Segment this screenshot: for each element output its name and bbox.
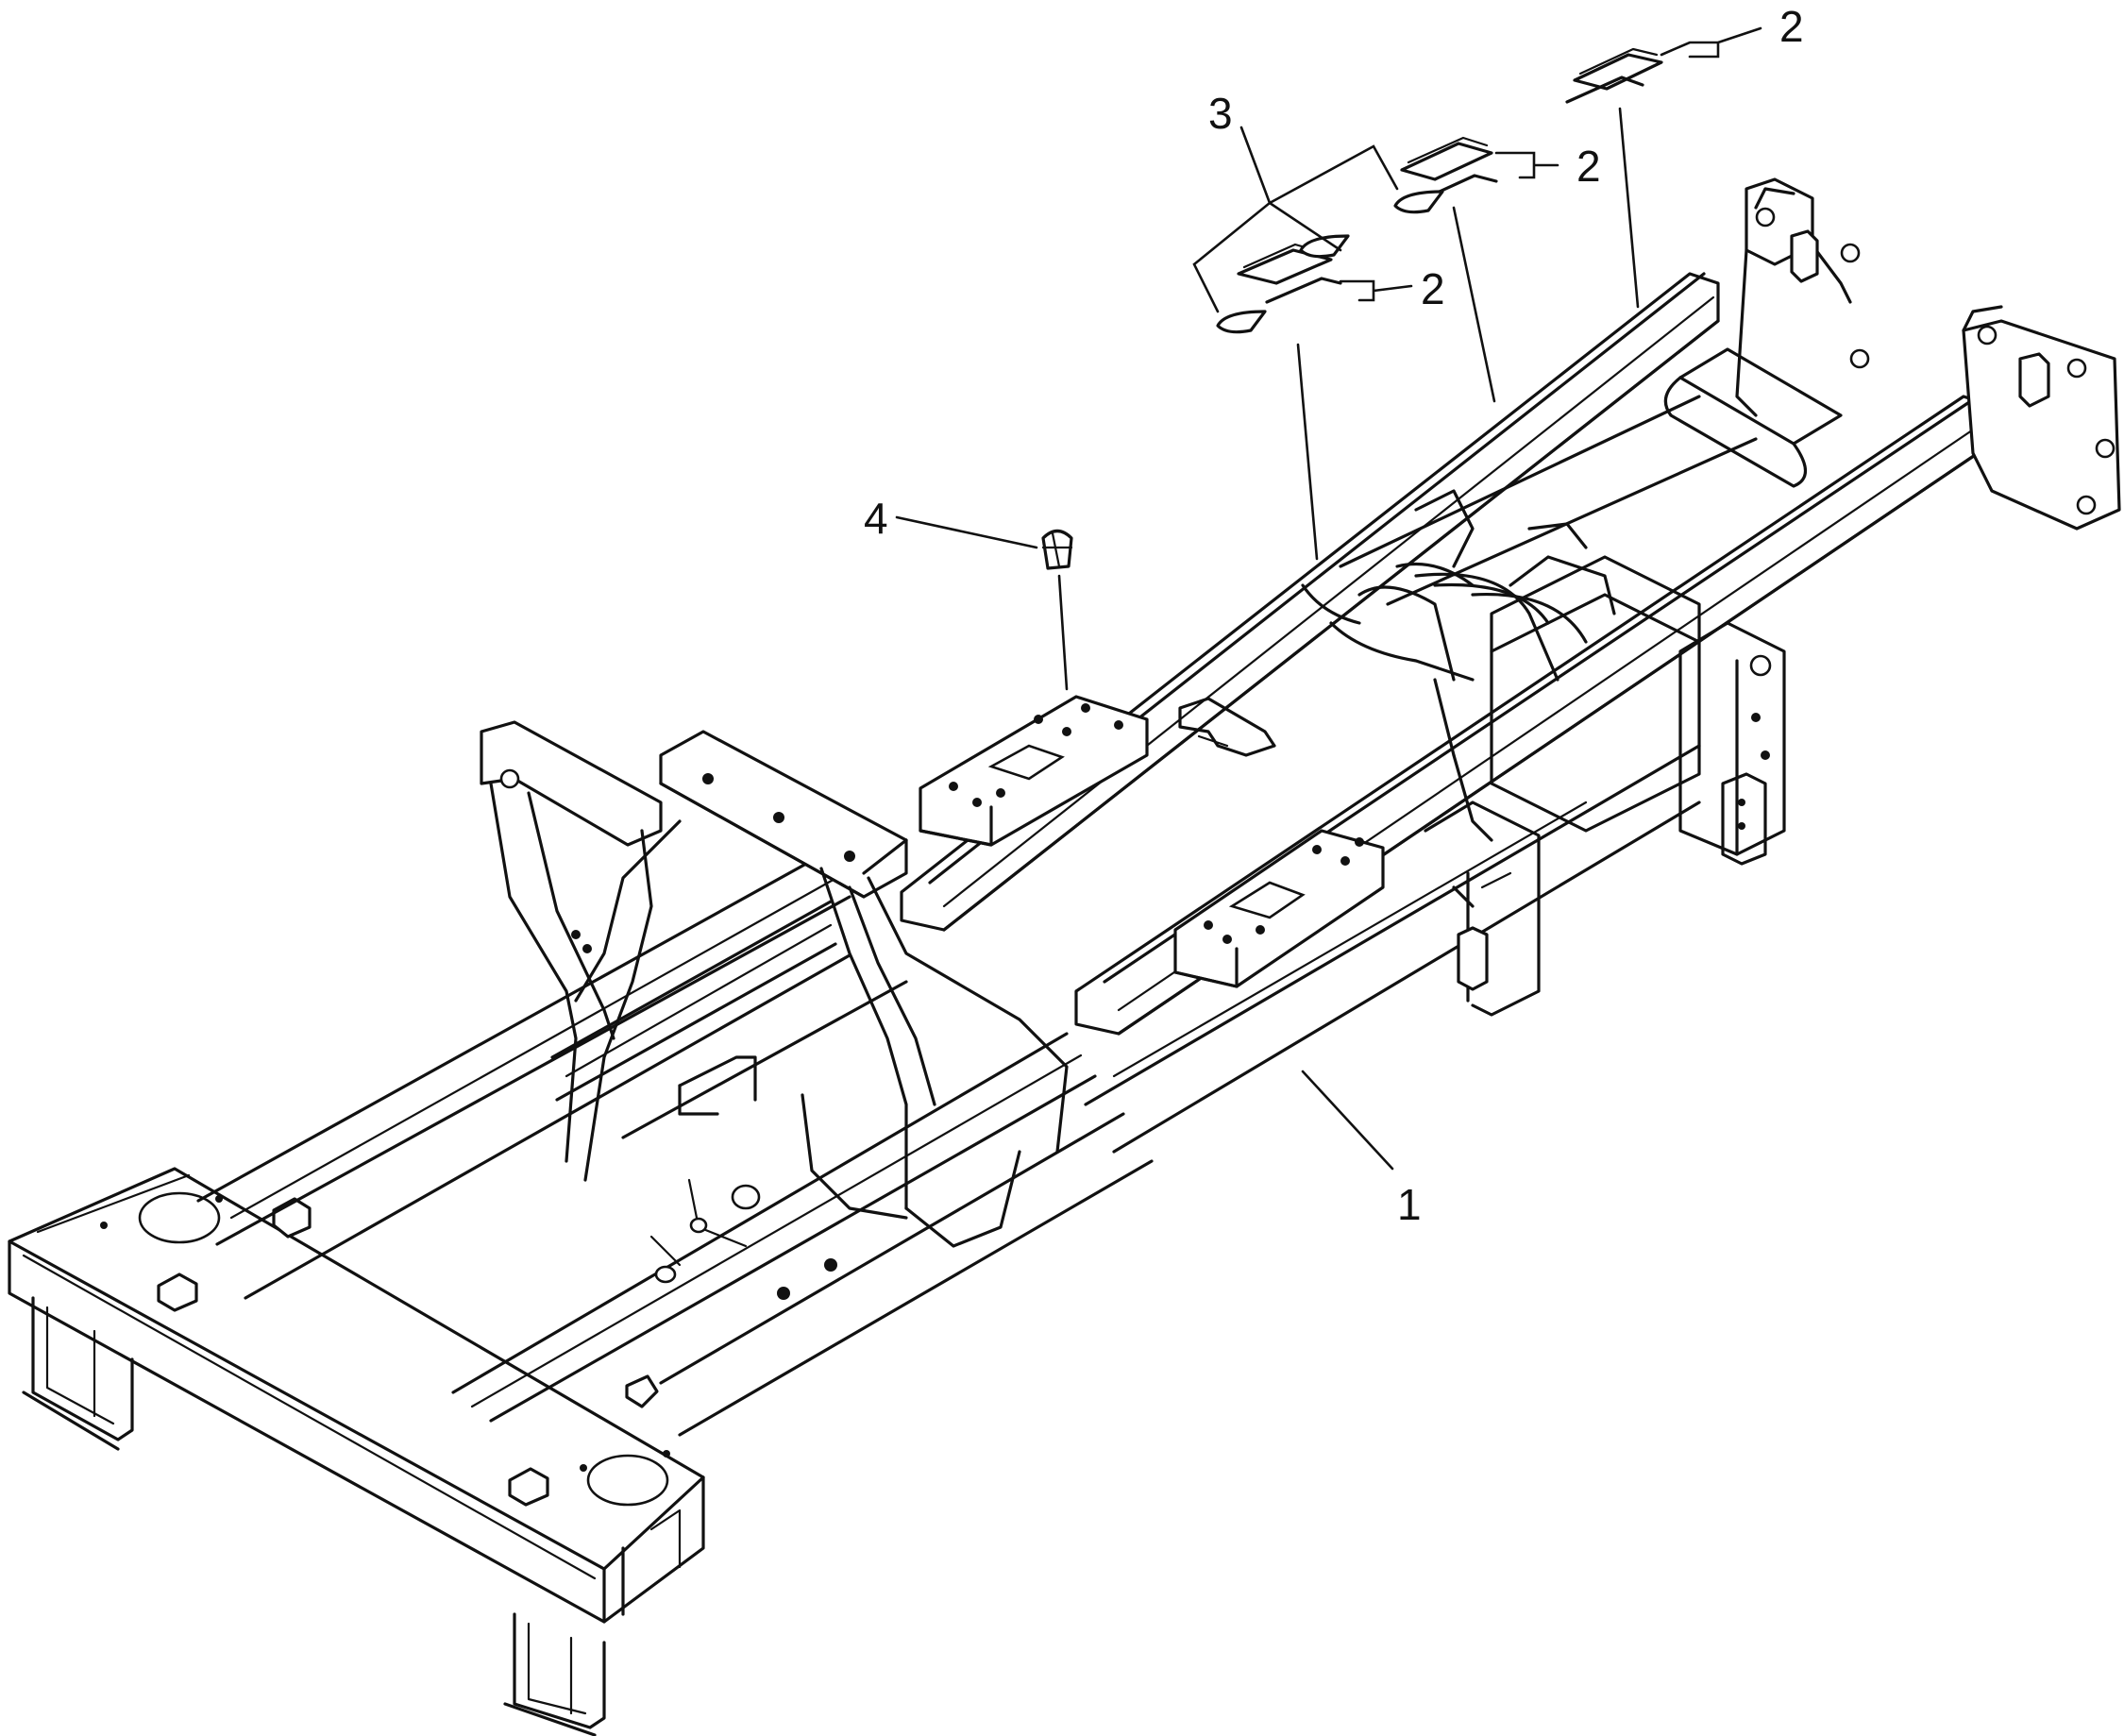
- part-4-plug: [1041, 529, 1073, 570]
- part-4-drop-line: [1057, 574, 1069, 691]
- rear-cross-tube: [1339, 347, 1843, 606]
- pad-drop-line-2: [1452, 206, 1496, 403]
- rear-right-plate: [1962, 305, 2121, 531]
- part-4-leader: [895, 515, 1038, 549]
- part-3-wedge-middle: [1299, 234, 1350, 259]
- part-1-leader: [1301, 1070, 1394, 1171]
- lower-rail-right: [1084, 744, 1701, 1154]
- mid-hanger-bracket: [1424, 801, 1541, 1017]
- callout-2-lower: 2: [1421, 264, 1445, 313]
- part-2-leader-b: [1494, 151, 1559, 179]
- front-left-foot: [22, 1296, 134, 1451]
- rear-left-plate: [1735, 177, 1870, 417]
- rear-upright-bracket: [1678, 621, 1786, 856]
- center-clip: [1178, 697, 1276, 757]
- callout-1: 1: [1397, 1180, 1422, 1229]
- inner-rail-left: [550, 900, 908, 1139]
- part-2-pad-upper: [1565, 47, 1663, 104]
- main-rail-left: [196, 843, 851, 1300]
- rear-hinge-assembly: [1301, 489, 1616, 682]
- front-cross-beam: [8, 1167, 705, 1624]
- main-rail-right: [451, 1032, 1154, 1437]
- part-2-leader-c: [1660, 26, 1762, 59]
- rear-lower-bracket: [1721, 772, 1767, 866]
- front-right-foot: [503, 1612, 606, 1736]
- part-3-leader: [1192, 126, 1399, 313]
- part-2-leader-a: [1339, 279, 1413, 302]
- front-left-bracket: [480, 720, 663, 1182]
- mount-pad-right: [1173, 829, 1385, 988]
- rear-cross-member: [1433, 555, 1701, 842]
- front-upper-crossmember: [659, 730, 908, 899]
- part-3-wedge-left: [1216, 310, 1267, 334]
- part-3-wedge-right: [1393, 190, 1444, 214]
- pad-drop-line-1: [1296, 343, 1319, 561]
- part-2-pad-middle: [1400, 136, 1498, 202]
- upper-rail-left: [900, 272, 1720, 932]
- callout-3: 3: [1208, 89, 1233, 138]
- callout-2-middle: 2: [1576, 142, 1601, 191]
- callout-2-upper: 2: [1779, 2, 1804, 51]
- pad-drop-line-3: [1618, 107, 1640, 309]
- mount-pad-left: [919, 695, 1149, 847]
- callout-4: 4: [864, 494, 888, 543]
- center-gusset: [574, 819, 1069, 1284]
